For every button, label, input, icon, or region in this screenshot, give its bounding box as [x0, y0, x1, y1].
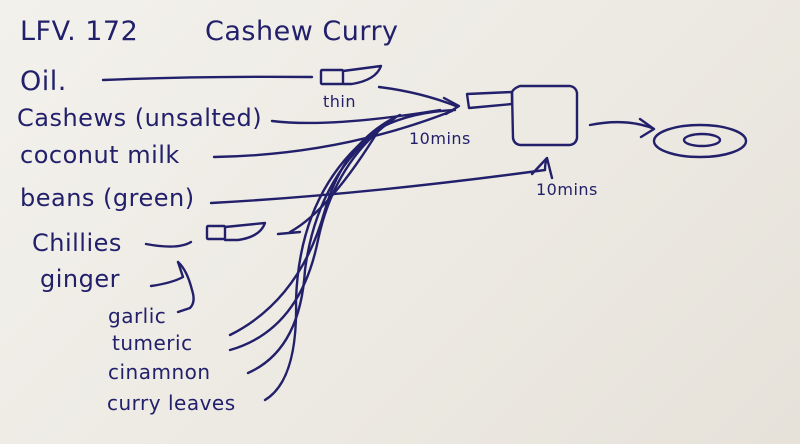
oil-line	[101, 75, 314, 82]
ingredient-garlic: garlic	[108, 304, 167, 328]
knife-to-pan-arrow	[377, 85, 458, 108]
knife-dash	[276, 230, 302, 236]
ingredient-cashews: Cashews (unsalted)	[17, 104, 263, 132]
curry-curve	[263, 120, 390, 402]
knife-icon	[319, 64, 383, 86]
ingredient-tumeric: tumeric	[112, 331, 193, 355]
ingredient-coconut-milk: coconut milk	[20, 141, 180, 169]
ingredient-chillies: Chillies	[32, 229, 122, 257]
bracket	[176, 260, 195, 314]
cook-time-2: 10mins	[536, 180, 598, 199]
cinamnon-curve	[246, 118, 394, 375]
recipe-code: LFV. 172	[20, 16, 139, 47]
knife-icon	[205, 221, 267, 242]
coconut-line	[212, 109, 454, 159]
recipe-title: Cashew Curry	[205, 16, 399, 47]
pan-icon	[465, 84, 579, 147]
ingredient-cinamnon: cinamnon	[108, 360, 211, 384]
pan-to-plate-arrow	[588, 120, 654, 130]
arrowhead	[530, 156, 554, 180]
arrowhead	[638, 117, 656, 139]
cook-time-1: 10mins	[409, 129, 471, 148]
bracket	[144, 240, 193, 248]
cashews-line	[270, 108, 442, 125]
ingredient-curry-leaves: curry leaves	[107, 391, 236, 415]
plate-icon	[652, 123, 748, 159]
ingredient-oil: Oil.	[20, 66, 67, 97]
step-thin: thin	[323, 92, 356, 111]
tumeric-curve	[228, 116, 397, 352]
bracket	[149, 260, 185, 288]
beans-line	[209, 158, 549, 205]
ingredient-beans: beans (green)	[20, 184, 195, 212]
ingredient-ginger: ginger	[40, 265, 120, 293]
